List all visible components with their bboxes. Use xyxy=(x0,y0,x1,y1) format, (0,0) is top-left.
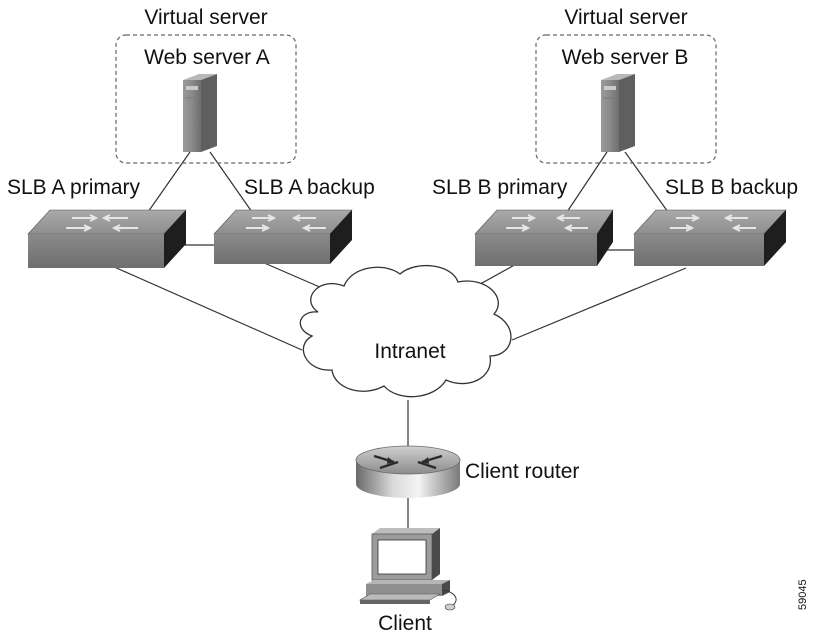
link-slb-b-backup-to-intranet xyxy=(511,267,687,341)
intranet-label: Intranet xyxy=(374,340,445,363)
link-server-a-to-slb-a-primary xyxy=(147,151,191,213)
virtual-server-a: Virtual server Web server A xyxy=(115,6,297,164)
slb-b-backup-switch-icon xyxy=(633,209,787,266)
link-server-b-to-slb-b-backup xyxy=(624,151,669,213)
link-server-b-to-slb-b-primary xyxy=(566,151,608,213)
web-server-b-label: Web server B xyxy=(562,46,689,69)
slb-b-primary-label: SLB B primary xyxy=(432,176,568,199)
virtual-server-b-label: Virtual server xyxy=(564,6,687,29)
web-server-a-label: Web server A xyxy=(144,46,270,69)
slb-a-backup-label: SLB A backup xyxy=(244,176,375,199)
client-computer-icon xyxy=(358,528,457,611)
client-label: Client xyxy=(378,612,432,634)
intranet-cloud-icon xyxy=(299,264,512,398)
slb-a-primary-label: SLB A primary xyxy=(7,176,141,199)
slb-b-backup-label: SLB B backup xyxy=(665,176,798,199)
slb-a-backup-switch-icon xyxy=(213,209,353,264)
link-slb-a-primary-to-intranet xyxy=(111,265,303,351)
slb-a-primary-switch-icon xyxy=(27,209,187,268)
link-server-a-to-slb-a-backup xyxy=(209,151,253,213)
virtual-server-b: Virtual server Web server B xyxy=(535,6,717,164)
virtual-server-a-label: Virtual server xyxy=(144,6,267,29)
client-router-label: Client router xyxy=(465,460,579,483)
virtual-server-a-boundary xyxy=(115,34,297,164)
web-server-b-icon xyxy=(601,74,635,152)
web-server-a-icon xyxy=(183,74,217,152)
virtual-server-b-boundary xyxy=(535,34,717,164)
figure-id: 59045 xyxy=(797,579,809,610)
client-router-icon xyxy=(355,445,461,498)
slb-b-primary-switch-icon xyxy=(474,209,614,266)
